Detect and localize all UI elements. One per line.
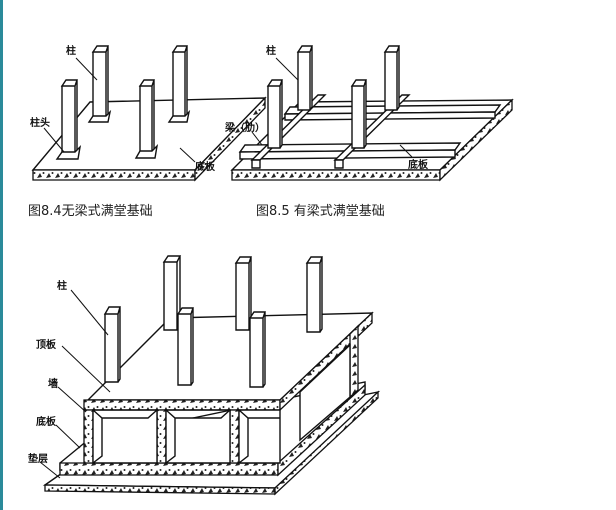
label-wall: 墙 xyxy=(48,377,58,390)
slab-front-section xyxy=(32,169,196,181)
top-slab-side xyxy=(279,311,373,412)
caption-figure-8-4: 图8.4无梁式满堂基础 xyxy=(28,204,153,219)
label-cushion: 垫层 xyxy=(28,452,48,465)
top-slab-front xyxy=(83,399,281,411)
label-column: 柱 xyxy=(57,279,67,292)
label-base-slab: 底板 xyxy=(408,158,429,171)
label-base-slab: 底板 xyxy=(195,160,216,173)
columns xyxy=(103,255,323,388)
base-slab-side xyxy=(277,383,366,477)
slab-front-section xyxy=(231,169,441,181)
caption-figure-8-5: 图8.5 有梁式满堂基础 xyxy=(256,204,385,219)
label-column: 柱 xyxy=(66,44,76,57)
base-slab-front xyxy=(59,462,279,476)
columns xyxy=(55,45,191,160)
label-base-slab: 底板 xyxy=(36,415,57,428)
slab-side-section xyxy=(439,98,513,182)
label-column-head: 柱头 xyxy=(30,116,50,129)
figure-8-4-flat-slab-foundation: 柱 柱头 底板 图8.4无梁式满堂基础 xyxy=(28,44,267,219)
cushion-side xyxy=(274,390,379,496)
figure-box-foundation: 柱 顶板 墙 底板 垫层 xyxy=(28,255,381,496)
columns xyxy=(266,45,400,149)
slab-side-section xyxy=(194,96,266,182)
walls xyxy=(83,324,359,464)
window-edge xyxy=(0,0,3,510)
label-column: 柱 xyxy=(266,44,276,57)
label-top-slab: 顶板 xyxy=(36,338,57,351)
label-beam-rib: 梁（肋） xyxy=(224,121,265,134)
figure-8-5-ribbed-slab-foundation: 柱 梁（肋） 底板 图8.5 有梁式满堂基础 xyxy=(224,44,514,219)
